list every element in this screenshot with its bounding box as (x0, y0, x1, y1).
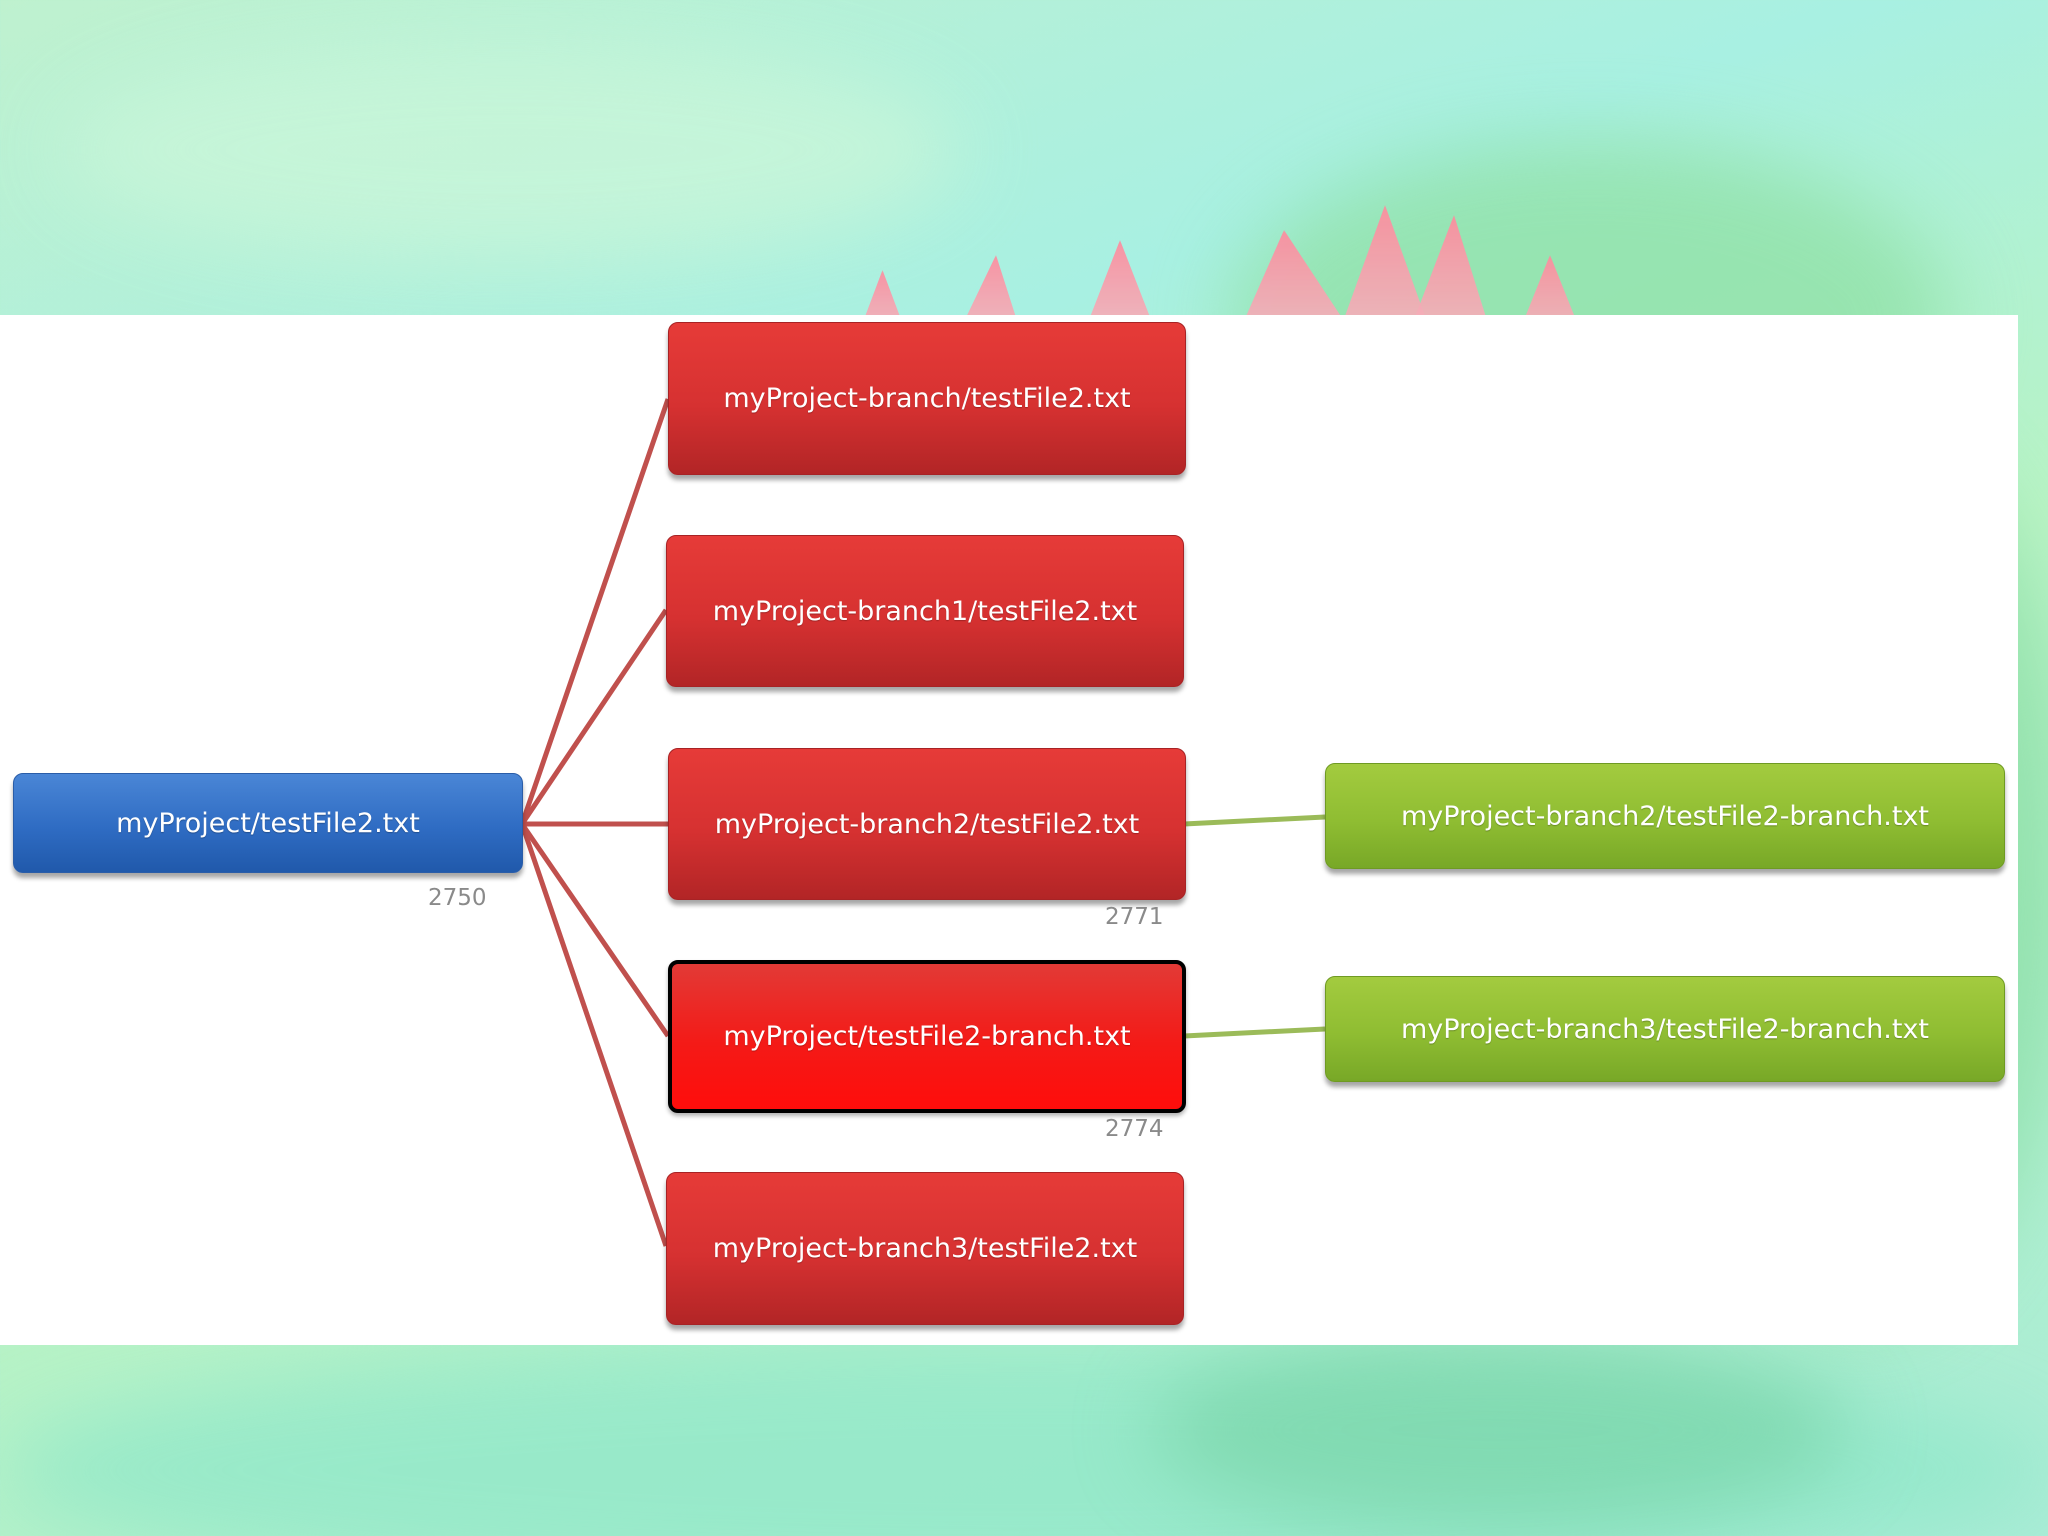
node-file2branch[interactable]: myProject/testFile2-branch.txt (668, 960, 1186, 1113)
node-root-id: 2750 (428, 885, 487, 911)
node-branch2-branchfile-label: myProject-branch2/testFile2-branch.txt (1400, 800, 1930, 832)
node-root-label: myProject/testFile2.txt (116, 807, 420, 839)
node-root[interactable]: myProject/testFile2.txt (13, 773, 523, 873)
node-file2branch-label: myProject/testFile2-branch.txt (723, 1021, 1131, 1052)
node-branch2-label: myProject-branch2/testFile2.txt (714, 808, 1140, 840)
node-branch3-label: myProject-branch3/testFile2.txt (712, 1233, 1138, 1264)
background-stem-blur (1150, 1330, 1850, 1530)
node-file2branch-id: 2774 (1105, 1116, 1164, 1142)
background-haze-bottom (0, 1340, 2048, 1536)
background-haze-top (60, 40, 960, 260)
node-branch1[interactable]: myProject-branch1/testFile2.txt (666, 535, 1184, 687)
node-branch2[interactable]: myProject-branch2/testFile2.txt (668, 748, 1186, 900)
node-branch3-branchfile-label: myProject-branch3/testFile2-branch.txt (1400, 1013, 1930, 1045)
node-branch3-branchfile[interactable]: myProject-branch3/testFile2-branch.txt (1325, 976, 2005, 1082)
lotus-petal (1410, 215, 1490, 330)
node-branch1-label: myProject-branch1/testFile2.txt (712, 595, 1138, 627)
node-branch3[interactable]: myProject-branch3/testFile2.txt (666, 1172, 1184, 1325)
node-branch2-branchfile[interactable]: myProject-branch2/testFile2-branch.txt (1325, 763, 2005, 869)
lotus-petal (1340, 205, 1430, 330)
node-branch[interactable]: myProject-branch/testFile2.txt (668, 322, 1186, 475)
node-branch2-id: 2771 (1105, 904, 1164, 930)
node-branch-label: myProject-branch/testFile2.txt (723, 383, 1131, 414)
